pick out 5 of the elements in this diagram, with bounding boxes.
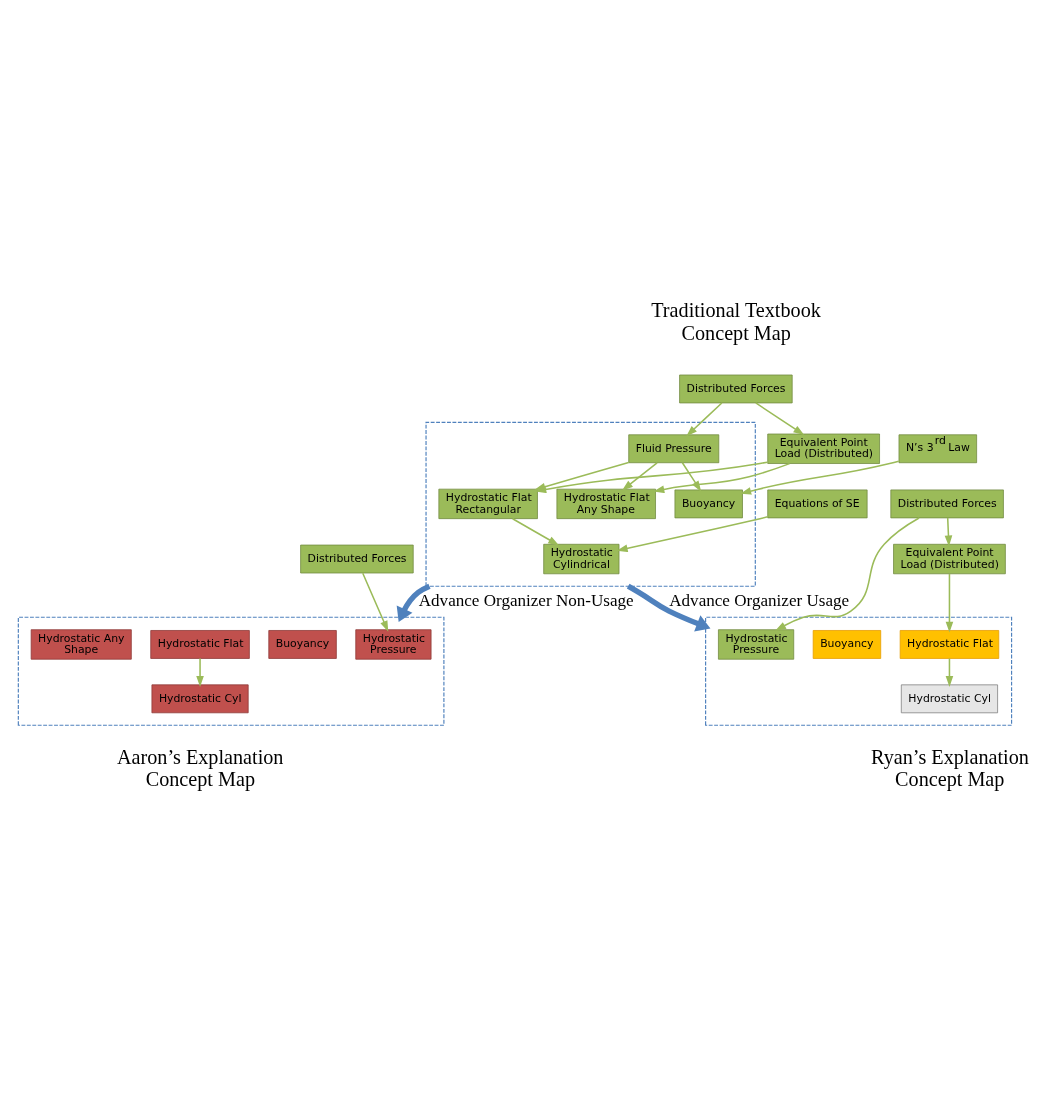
label: Aaron’s Explanation Concept Map (116, 745, 284, 790)
label: Traditional Textbook Concept Map (651, 298, 821, 344)
edge-label: Advance Organizer Non-Usage (418, 590, 634, 610)
edge-label: Advance Organizer Usage (669, 590, 850, 610)
label: Ryan’s Explanation Concept Map (871, 745, 1029, 790)
